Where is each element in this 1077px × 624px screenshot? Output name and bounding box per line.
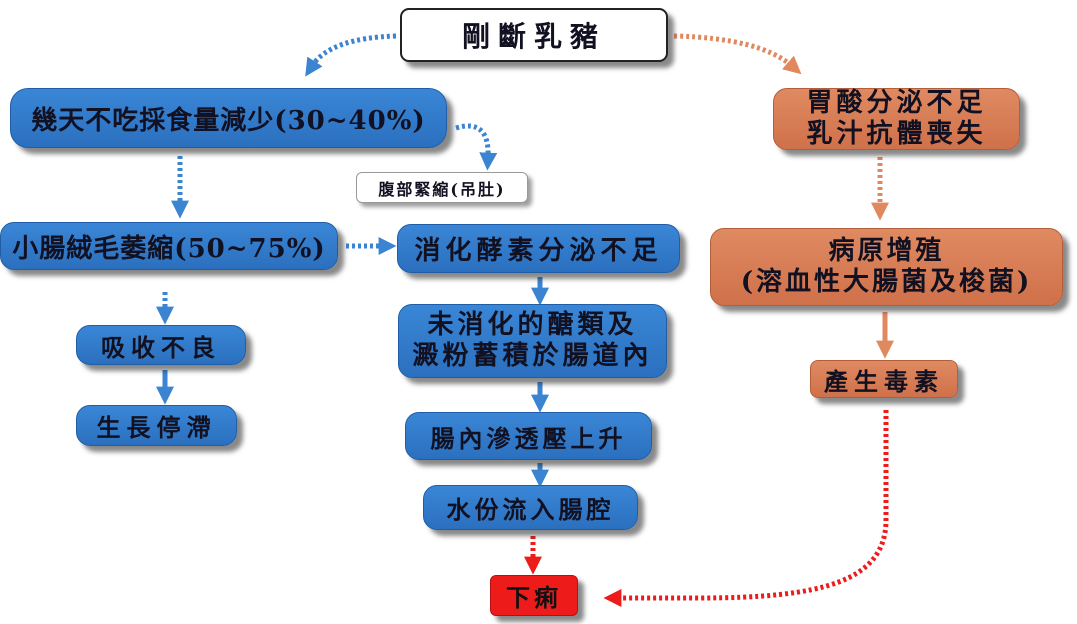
node-growth-stop: 生長停滯 [76, 405, 237, 446]
node-diarrhea: 下痢 [490, 575, 578, 616]
arrow-intake-to-abdomen [455, 123, 498, 171]
node-villi-atrophy: 小腸絨毛萎縮(50~75%) [0, 222, 338, 270]
node-weaned-piglet: 剛斷乳豬 [400, 8, 668, 62]
arrow-weaned-to-gastric [673, 33, 802, 75]
arrow-weaned-to-intake [305, 33, 397, 77]
node-abdomen-tight: 腹部緊縮(吊肚) [356, 172, 528, 203]
node-malabsorption: 吸收不良 [76, 325, 246, 365]
node-reduced-intake: 幾天不吃採食量減少(30~40%) [10, 88, 447, 148]
node-toxin: 產生毒素 [810, 360, 958, 398]
node-water-influx: 水份流入腸腔 [423, 485, 638, 530]
arrow-toxin-to-diarrhea [603, 410, 889, 607]
node-undigested: 未消化的醣類及 澱粉蓄積於腸道內 [398, 304, 667, 378]
node-enzyme-deficit: 消化酵素分泌不足 [397, 224, 680, 273]
node-gastric: 胃酸分泌不足 乳汁抗體喪失 [773, 88, 1020, 150]
node-osmotic: 腸內滲透壓上升 [405, 412, 652, 460]
node-pathogen: 病原增殖 (溶血性大腸菌及梭菌) [710, 228, 1063, 306]
